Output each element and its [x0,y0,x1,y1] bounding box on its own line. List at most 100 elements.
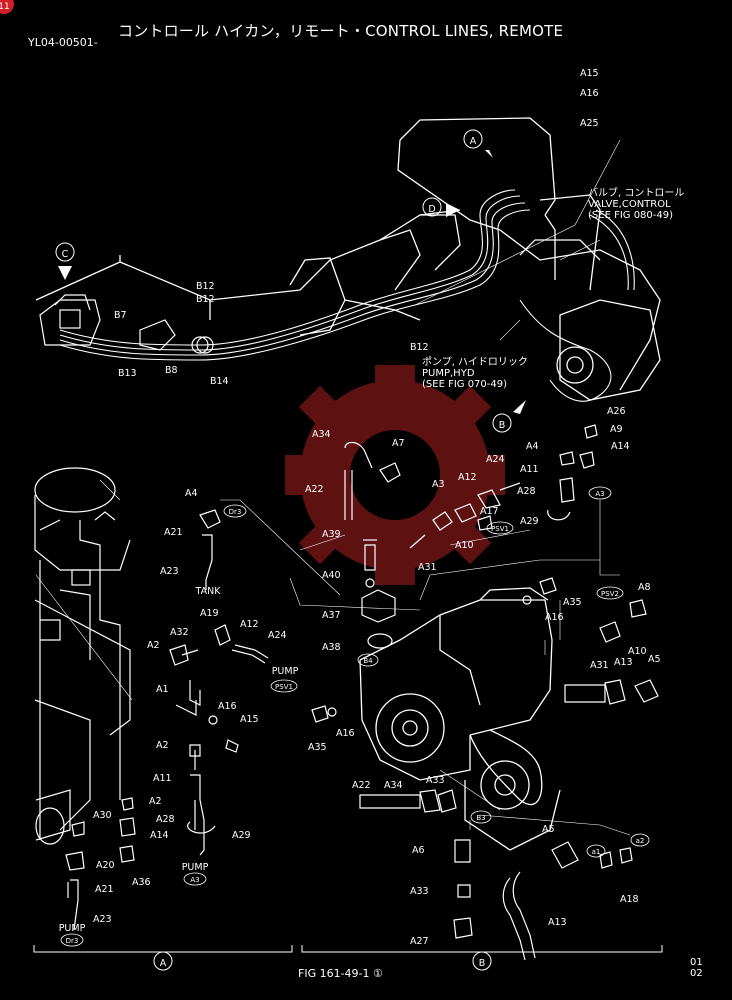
view-marker-c: C [55,242,75,280]
part-label: A29 [520,516,539,527]
revision-top: 01 [690,957,703,968]
section-a-marker: A [153,951,173,971]
part-label: B12 [410,342,429,353]
part-label: A24 [486,454,505,465]
part-label: A19 [200,608,219,619]
part-label: A8 [638,582,651,593]
part-label: A16 [218,701,237,712]
label-tank: TANK [195,586,222,597]
svg-text:A: A [470,136,477,147]
part-label: A23 [160,566,179,577]
part-label: A16 [336,728,355,739]
part-label: B12 [196,294,215,305]
part-label: A2 [156,740,169,751]
view-marker-b: B [492,400,526,433]
tag-a1: a1 [592,848,601,856]
part-labels-middle: A34 A7 A22 A39 A40 A37 A38 A3 A12 A24 A1… [305,406,630,653]
label-pump-dr3: PUMP [59,923,86,934]
middle-fittings [344,424,598,649]
figure-number: FIG 161-49-1 ① [298,967,383,980]
part-label: A34 [384,780,403,791]
valve-control-note: バルブ, コントロール VALVE,CONTROL (SEE FIG 080-4… [588,188,685,221]
part-label: A6 [412,845,425,856]
part-label: A2 [149,796,162,807]
part-label: A22 [352,780,371,791]
hydraulic-pump-assembly [359,587,561,851]
part-labels-left: A4 A21 A23 A19 A32 A12 A24 A2 A1 A16 A15… [93,488,287,925]
part-label: A33 [410,886,429,897]
machine-frame [35,117,661,401]
part-label: A26 [607,406,626,417]
part-label: A16 [545,612,564,623]
part-label: A14 [611,441,630,452]
svg-text:D: D [428,204,435,215]
left-fittings [65,509,269,931]
part-label: A17 [480,506,499,517]
part-label: A34 [312,429,331,440]
svg-text:B: B [499,420,506,431]
part-label: A7 [392,438,405,449]
svg-text:A: A [160,958,167,969]
part-label: B8 [165,365,178,376]
part-label: B13 [118,368,137,379]
part-catalog-code: YL04-00501- [28,36,98,49]
part-label: A30 [93,810,112,821]
part-label: A36 [132,877,151,888]
leader-lines [35,139,631,836]
tags [60,486,650,947]
part-label: A35 [563,597,582,608]
part-label: A13 [614,657,633,668]
part-label: A3 [432,479,445,490]
right-fittings [311,577,659,961]
part-label: A37 [322,610,341,621]
part-label: A39 [322,529,341,540]
part-label: A1 [156,684,169,695]
part-label: A11 [520,464,539,475]
part-label: A12 [240,619,259,630]
part-label: A18 [620,894,639,905]
part-label: A21 [164,527,183,538]
part-label: A23 [93,914,112,925]
label-pump-psv1: PUMP [272,666,299,677]
part-label: A28 [156,814,175,825]
remote-control-hoses [59,189,635,402]
part-label: A25 [580,118,599,129]
pump-hyd-note: ポンプ, ハイドロリック PUMP,HYD (SEE FIG 070-49) [422,357,528,390]
tag-psv1: PSV1 [491,525,509,533]
part-label: A20 [96,860,115,871]
svg-text:B: B [479,958,486,969]
part-label: A21 [95,884,114,895]
svg-text:C: C [62,249,69,260]
page-title: コントロール ハイカン，リモート・CONTROL LINES, REMOTE [118,22,564,40]
tag-a3-left: A3 [190,876,199,884]
part-label: A27 [410,936,429,947]
part-label: A31 [590,660,609,671]
part-label: B12 [196,281,215,292]
part-label: A4 [185,488,198,499]
part-label: A4 [526,441,539,452]
tag-dr3-left: Dr3 [66,937,79,945]
part-label: A15 [580,68,599,79]
part-label: A10 [455,540,474,551]
part-label: A33 [426,775,445,786]
section-brackets [33,945,663,953]
part-label: A5 [542,824,555,835]
view-marker-a: A [463,129,493,158]
part-label: B14 [210,376,229,387]
tag-b4: B4 [363,657,373,665]
part-label: A40 [322,570,341,581]
part-label: A11 [153,773,172,784]
part-label: A10 [628,646,647,657]
part-label: A24 [268,630,287,641]
tag-a3: A3 [595,490,604,498]
tag-psv1-left: PSV1 [275,683,293,691]
revision-bottom: 02 [690,968,703,979]
part-labels-top: A15 A16 A25 B12 B12 B7 B13 B8 B14 B12 [114,68,599,387]
corner-page-mark: 11 [0,0,14,14]
part-label: A15 [240,714,259,725]
part-label: A12 [458,472,477,483]
part-label: A16 [580,88,599,99]
part-label: A13 [548,917,567,928]
